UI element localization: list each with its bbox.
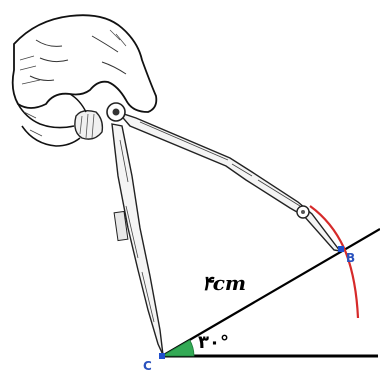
angle-wedge: [160, 339, 195, 357]
ray-cb: [161, 228, 380, 357]
point-c-marker: [159, 353, 165, 359]
point-c-label: C: [143, 359, 152, 372]
point-b-marker: [338, 246, 344, 252]
segment-length-label: ۴cm: [202, 271, 246, 295]
compass-arc: [309, 205, 360, 319]
compass-icon: [74, 102, 342, 356]
angle-label: ۳۰°: [198, 332, 229, 353]
point-b-label: B: [346, 251, 355, 265]
hand-icon: [11, 14, 158, 147]
